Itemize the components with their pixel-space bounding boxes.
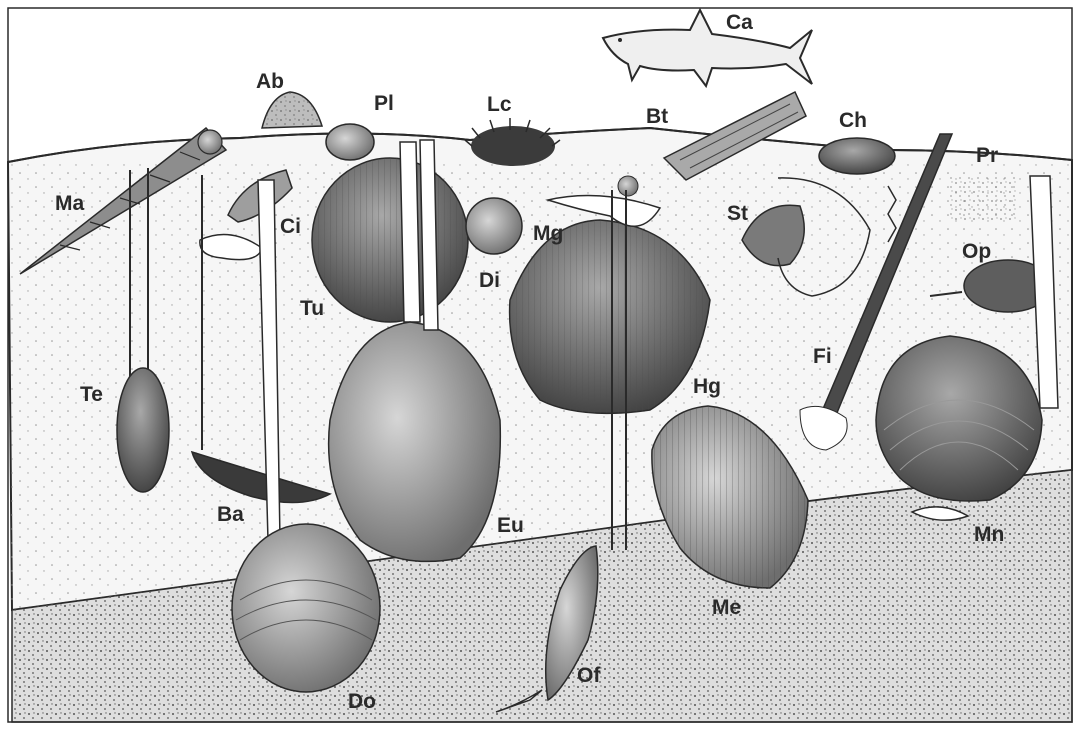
label-do: Do: [348, 691, 376, 712]
label-bt: Bt: [646, 106, 668, 127]
di-shell: [466, 198, 522, 254]
label-lc: Lc: [487, 94, 512, 115]
label-pr: Pr: [976, 145, 998, 166]
label-op: Op: [962, 241, 991, 262]
label-pl: Pl: [374, 93, 394, 114]
label-di: Di: [479, 270, 500, 291]
ch-shell: [819, 138, 895, 174]
label-ab: Ab: [256, 71, 284, 92]
label-of: Of: [577, 665, 600, 686]
pr-area: [948, 176, 1018, 222]
label-te: Te: [80, 384, 103, 405]
label-ci: Ci: [280, 216, 301, 237]
label-ca: Ca: [726, 12, 753, 33]
label-mg: Mg: [533, 223, 563, 244]
label-mn: Mn: [974, 524, 1004, 545]
label-hg: Hg: [693, 376, 721, 397]
pl-snail: [326, 124, 374, 160]
label-ba: Ba: [217, 504, 244, 525]
label-st: St: [727, 203, 748, 224]
ab-organism: [262, 92, 322, 128]
label-eu: Eu: [497, 515, 524, 536]
label-ma: Ma: [55, 193, 84, 214]
label-tu: Tu: [300, 298, 324, 319]
label-ch: Ch: [839, 110, 867, 131]
shark-figure: [603, 10, 812, 86]
label-fi: Fi: [813, 346, 832, 367]
label-me: Me: [712, 597, 741, 618]
